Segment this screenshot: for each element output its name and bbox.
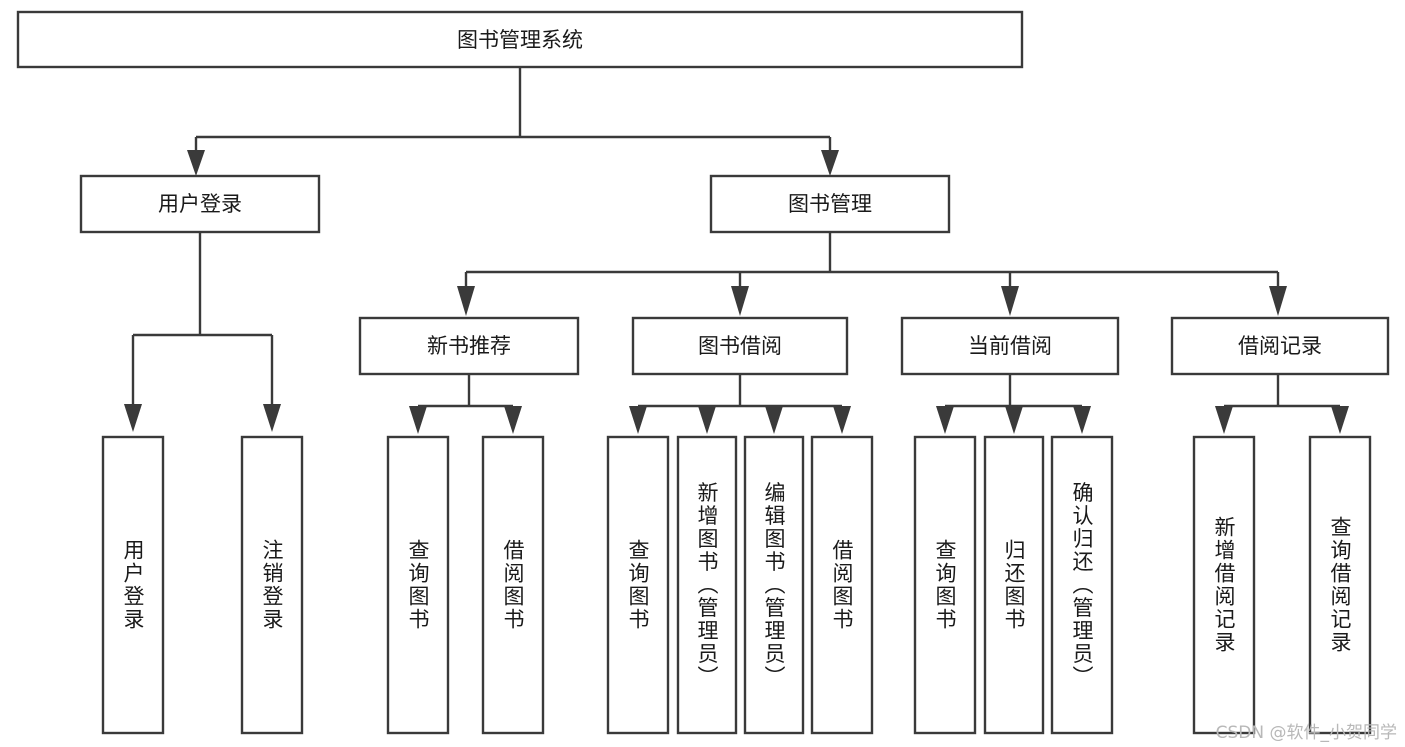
- arrow-to-book-mgmt: [821, 150, 839, 176]
- connector-layer: [124, 67, 1349, 434]
- leaf-bb-add-book[interactable]: 新增图书（管理员）: [676, 435, 738, 735]
- arrow-cb-query-book: [936, 406, 954, 434]
- leaf-bb-add-book-box[interactable]: [676, 435, 738, 735]
- leaf-bb-query-book[interactable]: 查询图书: [606, 435, 670, 735]
- arrow-leaf-logout: [263, 404, 281, 432]
- leaf-br-query-record-box[interactable]: [1308, 435, 1372, 735]
- arrow-to-borrow-record: [1269, 286, 1287, 316]
- leaf-cb-return-book[interactable]: 归还图书: [983, 435, 1045, 735]
- leaf-cb-query-book[interactable]: 查询图书: [913, 435, 977, 735]
- node-root[interactable]: 图书管理系统: [16, 10, 1024, 69]
- node-current-borrow-box[interactable]: [900, 316, 1120, 376]
- arrow-bb-add-book: [698, 406, 716, 434]
- arrow-nbr-query-book: [409, 406, 427, 434]
- leaf-user-login-label: 用户登录: [121, 539, 145, 631]
- leaf-bb-borrow-book-label: 借阅图书: [830, 539, 854, 631]
- node-book-borrow-label: 图书借阅: [698, 334, 782, 358]
- leaf-user-login[interactable]: 用户登录: [101, 435, 165, 735]
- leaf-bb-edit-book-box[interactable]: [743, 435, 805, 735]
- arrow-br-query-record: [1331, 406, 1349, 434]
- node-book-management[interactable]: 图书管理: [709, 174, 951, 234]
- leaf-cb-confirm-return-label: 确认归还（管理员）: [1070, 482, 1094, 689]
- leaf-bb-add-book-label: 新增图书（管理员）: [695, 482, 719, 689]
- csdn-watermark: CSDN @软件_小贺同学: [1215, 723, 1397, 743]
- arrow-to-book-borrow: [731, 286, 749, 316]
- node-borrow-record[interactable]: 借阅记录: [1170, 316, 1390, 376]
- leaf-logout-box[interactable]: [240, 435, 304, 735]
- arrow-to-new-book-rec: [457, 286, 475, 316]
- leaf-nbr-borrow-book-box[interactable]: [481, 435, 545, 735]
- leaf-nbr-query-book[interactable]: 查询图书: [386, 435, 450, 735]
- leaf-cb-confirm-return[interactable]: 确认归还（管理员）: [1050, 435, 1114, 735]
- node-user-login-box[interactable]: [79, 174, 321, 234]
- leaf-bb-query-book-box[interactable]: [606, 435, 670, 735]
- leaf-bb-edit-book-label: 编辑图书（管理员）: [762, 482, 786, 689]
- leaf-nbr-borrow-book-label: 借阅图书: [501, 539, 525, 631]
- leaf-nbr-query-book-box[interactable]: [386, 435, 450, 735]
- leaf-nbr-query-book-label: 查询图书: [406, 539, 430, 631]
- node-borrow-record-label: 借阅记录: [1238, 334, 1322, 358]
- leaf-cb-confirm-return-box[interactable]: [1050, 435, 1114, 735]
- node-book-management-label: 图书管理: [788, 192, 872, 216]
- leaf-cb-query-book-box[interactable]: [913, 435, 977, 735]
- arrow-leaf-user-login: [124, 404, 142, 432]
- leaf-br-add-record-box[interactable]: [1192, 435, 1256, 735]
- leaf-br-query-record[interactable]: 查询借阅记录: [1308, 435, 1372, 735]
- leaf-bb-query-book-label: 查询图书: [626, 539, 650, 631]
- node-user-login[interactable]: 用户登录: [79, 174, 321, 234]
- arrow-cb-return-book: [1005, 406, 1023, 434]
- leaf-br-add-record-label: 新增借阅记录: [1212, 516, 1236, 654]
- node-root-label: 图书管理系统: [457, 28, 583, 52]
- leaf-logout[interactable]: 注销登录: [240, 435, 304, 735]
- leaf-cb-return-book-label: 归还图书: [1002, 539, 1026, 631]
- leaf-logout-label: 注销登录: [260, 539, 284, 631]
- leaf-bb-borrow-book-box[interactable]: [810, 435, 874, 735]
- node-user-login-label: 用户登录: [158, 192, 242, 216]
- arrow-bb-edit-book: [765, 406, 783, 434]
- node-new-book-recommend-label: 新书推荐: [427, 334, 511, 358]
- leaf-bb-borrow-book[interactable]: 借阅图书: [810, 435, 874, 735]
- leaf-bb-edit-book[interactable]: 编辑图书（管理员）: [743, 435, 805, 735]
- node-book-borrow-box[interactable]: [631, 316, 849, 376]
- leaf-user-login-box[interactable]: [101, 435, 165, 735]
- arrow-cb-confirm-return: [1073, 406, 1091, 434]
- node-current-borrow[interactable]: 当前借阅: [900, 316, 1120, 376]
- leaf-br-query-record-label: 查询借阅记录: [1328, 516, 1352, 654]
- node-new-book-recommend-box[interactable]: [358, 316, 580, 376]
- node-book-borrow[interactable]: 图书借阅: [631, 316, 849, 376]
- node-current-borrow-label: 当前借阅: [968, 334, 1052, 358]
- leaf-cb-query-book-label: 查询图书: [933, 539, 957, 631]
- node-new-book-recommend[interactable]: 新书推荐: [358, 316, 580, 376]
- node-root-box[interactable]: [16, 10, 1024, 69]
- arrow-bb-query-book: [629, 406, 647, 434]
- leaf-cb-return-book-box[interactable]: [983, 435, 1045, 735]
- arrow-to-current-borrow: [1001, 286, 1019, 316]
- node-book-management-box[interactable]: [709, 174, 951, 234]
- node-borrow-record-box[interactable]: [1170, 316, 1390, 376]
- leaf-br-add-record[interactable]: 新增借阅记录: [1192, 435, 1256, 735]
- leaf-nbr-borrow-book[interactable]: 借阅图书: [481, 435, 545, 735]
- arrow-br-add-record: [1215, 406, 1233, 434]
- arrow-nbr-borrow-book: [504, 406, 522, 434]
- arrow-bb-borrow-book: [833, 406, 851, 434]
- arrow-to-user-login: [187, 150, 205, 176]
